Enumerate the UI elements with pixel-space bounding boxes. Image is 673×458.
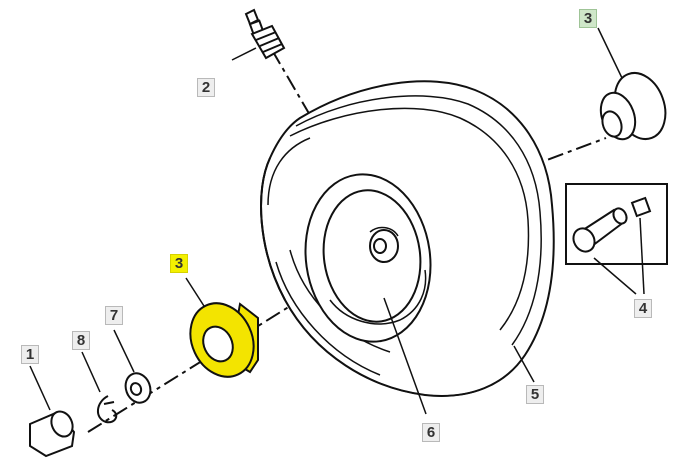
bushing-left-highlighted: [185, 277, 259, 378]
callout-1: 1: [21, 345, 39, 364]
leader-lines: [383, 297, 535, 415]
callout-8: 8: [72, 331, 90, 350]
hub-cap: [29, 365, 76, 458]
bushing-right: [597, 27, 667, 141]
e-clip: [81, 351, 118, 424]
valve-stem: [231, 8, 286, 61]
tire: [260, 80, 555, 397]
callout-3-green: 3: [579, 9, 597, 28]
grease-fitting-inset: [565, 183, 668, 295]
callout-7: 7: [105, 306, 123, 325]
callout-5: 5: [526, 385, 544, 404]
washer: [113, 329, 152, 404]
callout-3-yellow: 3: [170, 254, 188, 273]
callout-6: 6: [422, 423, 440, 442]
callout-2: 2: [197, 78, 215, 97]
callout-4: 4: [634, 299, 652, 318]
